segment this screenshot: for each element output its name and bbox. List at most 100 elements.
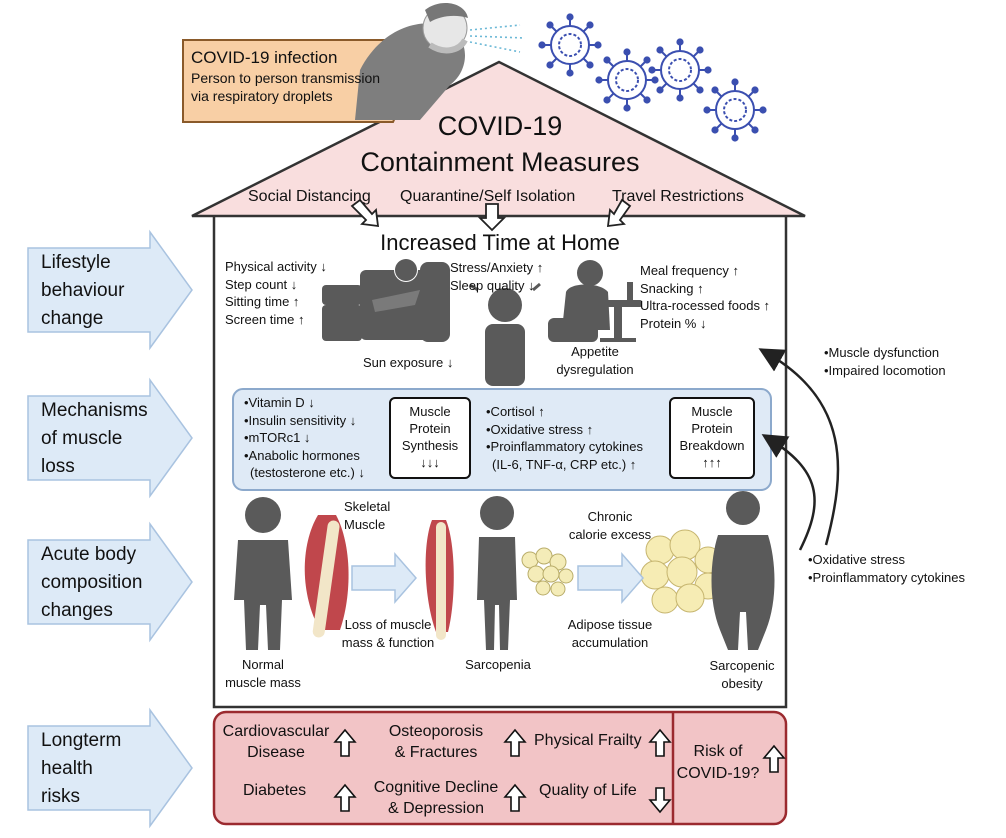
side-label-body-composition: Acute body composition changes <box>41 541 142 625</box>
roof-title-line-1: COVID-19 <box>437 111 563 141</box>
infection-line-2: via respiratory droplets <box>191 88 333 104</box>
risk-osteo: Osteoporosis & Fractures <box>372 721 500 763</box>
normal-person-figure <box>234 497 292 650</box>
normal-label: Normal muscle mass <box>215 656 311 691</box>
measure-arrows <box>350 198 632 232</box>
muscle-illustration-small <box>425 520 454 640</box>
adipose-label: Adipose tissue accumulation <box>550 616 670 651</box>
risk-covid: Risk of COVID-19? <box>676 741 760 785</box>
feedback-curve-upper <box>758 348 840 546</box>
feedback-line: •Impaired locomotion <box>824 362 946 378</box>
person-in-armchair <box>322 258 450 342</box>
skeletal-line: Muscle <box>344 516 386 532</box>
risk-line: COVID-19? <box>676 765 760 782</box>
risk-frailty: Physical Frailty <box>534 732 642 749</box>
meal-item: Meal frequency ↑ <box>640 263 739 278</box>
sarcopenia-figure <box>477 496 517 650</box>
meal-item: Protein % ↓ <box>640 315 707 331</box>
breakdown-label: Muscle Protein Breakdown ↑↑↑ <box>670 403 754 471</box>
mechanism-item: (IL-6, TNF-α, CRP etc.) ↑ <box>492 456 637 472</box>
skeletal-line: Skeletal <box>344 499 391 514</box>
chronic-line: calorie excess <box>568 526 652 542</box>
synthesis-box <box>389 397 471 479</box>
side-label-body-3: changes <box>41 600 113 621</box>
mechanism-item: •Vitamin D ↓ <box>244 395 315 410</box>
chronic-label: Chronic calorie excess <box>550 508 670 543</box>
obese-figure <box>711 491 775 650</box>
measure-travel-restrictions: Travel Restrictions <box>612 188 744 205</box>
side-label-risks-3: risks <box>41 786 81 807</box>
synthesis-label: Muscle Protein Synthesis ↓↓↓ <box>390 403 470 471</box>
house-walls <box>212 216 788 709</box>
infection-callout: COVID-19 infection Person to person tran… <box>191 47 391 105</box>
mechanism-item: •Insulin sensitivity ↓ <box>244 412 357 428</box>
synthesis-arrows: ↓↓↓ <box>420 455 440 470</box>
mechanism-item: •Proinflammatory cytokines <box>486 439 643 454</box>
activity-item: Sitting time ↑ <box>225 294 300 309</box>
side-label-lifestyle-2: behaviour <box>41 280 125 301</box>
normal-line: Normal <box>242 657 284 672</box>
home-title: Increased Time at Home <box>380 230 620 255</box>
side-label-mechanisms: Mechanisms of muscle loss <box>41 397 148 481</box>
breakdown-line: Protein <box>691 421 733 436</box>
feedback-line: •Muscle dysfunction <box>824 345 940 360</box>
side-label-mechanisms-3: loss <box>41 456 75 477</box>
stress-item: Stress/Anxiety ↑ <box>450 260 544 275</box>
risk-quality: Quality of Life <box>539 782 637 799</box>
infection-line-1: Person to person transmission <box>191 70 381 86</box>
breakdown-line: Breakdown <box>679 438 745 453</box>
appetite-label: Appetite dysregulation <box>540 343 650 378</box>
normal-line: muscle mass <box>225 674 301 690</box>
side-label-risks-1: Longterm <box>41 730 122 751</box>
breakdown-line: Muscle <box>691 404 733 419</box>
meal-item: Snacking ↑ <box>640 280 704 296</box>
fat-cells-small <box>521 547 574 597</box>
infection-title: COVID-19 infection <box>191 48 338 67</box>
meal-item: Ultra-rocessed foods ↑ <box>640 298 771 313</box>
risk-line: Cardiovascular <box>222 723 330 740</box>
block-arrows-body <box>351 552 644 604</box>
loss-line: mass & function <box>341 634 435 650</box>
mechanism-item: •Cortisol ↑ <box>486 404 545 419</box>
risk-diabetes: Diabetes <box>243 782 307 799</box>
feedback-line: •Oxidative stress <box>808 552 906 567</box>
skeletal-muscle-label: Skeletal Muscle <box>344 498 390 533</box>
activity-list: Physical activity ↓ Step count ↓ Sitting… <box>225 258 327 328</box>
obesity-label: Sarcopenic obesity <box>694 657 790 692</box>
adipose-line: Adipose tissue <box>567 617 653 632</box>
mechanisms-right-list: •Cortisol ↑ •Oxidative stress ↑ •Proinfl… <box>486 403 643 473</box>
obesity-line: obesity <box>721 675 763 691</box>
sarcopenia-label: Sarcopenia <box>465 657 531 672</box>
feedback-upper-label: •Muscle dysfunction •Impaired locomotion <box>824 344 946 379</box>
breakdown-box <box>669 397 755 479</box>
mechanism-item: •Oxidative stress ↑ <box>486 421 594 437</box>
appetite-line: dysregulation <box>556 361 634 377</box>
risk-hollow-arrows <box>333 728 786 814</box>
risk-line: & Depression <box>387 800 485 817</box>
mechanism-item: •mTORc1 ↓ <box>244 430 311 445</box>
coughing-person-illustration <box>355 3 526 120</box>
mechanism-item: •Anabolic hormones <box>244 447 360 463</box>
risk-line: Cognitive Decline <box>373 779 499 796</box>
side-label-risks-2: health <box>41 758 93 779</box>
activity-item: Physical activity ↓ <box>225 259 327 274</box>
breakdown-arrows: ↑↑↑ <box>702 455 722 470</box>
side-label-body-2: composition <box>41 572 143 593</box>
stress-item: Sleep quality ↓ <box>450 277 535 293</box>
side-label-mechanisms-2: of muscle <box>41 428 123 449</box>
side-label-lifestyle: Lifestyle behaviour change <box>41 249 124 333</box>
risk-line: Osteoporosis <box>388 723 484 740</box>
feedback-curve-lower <box>761 434 816 551</box>
measure-social-distancing: Social Distancing <box>248 188 371 205</box>
risk-line: Disease <box>247 744 305 761</box>
side-label-lifestyle-3: change <box>41 308 104 329</box>
side-label-lifestyle-1: Lifestyle <box>41 252 111 273</box>
roof-title: COVID-19 Containment Measures <box>350 108 650 180</box>
appetite-line: Appetite <box>571 344 619 359</box>
roof-title-line-2: Containment Measures <box>360 147 640 177</box>
muscle-illustration-large <box>304 515 349 638</box>
risk-cardio: Cardiovascular Disease <box>216 721 336 763</box>
meal-list: Meal frequency ↑ Snacking ↑ Ultra-rocess… <box>640 262 770 332</box>
chronic-line: Chronic <box>587 509 633 524</box>
